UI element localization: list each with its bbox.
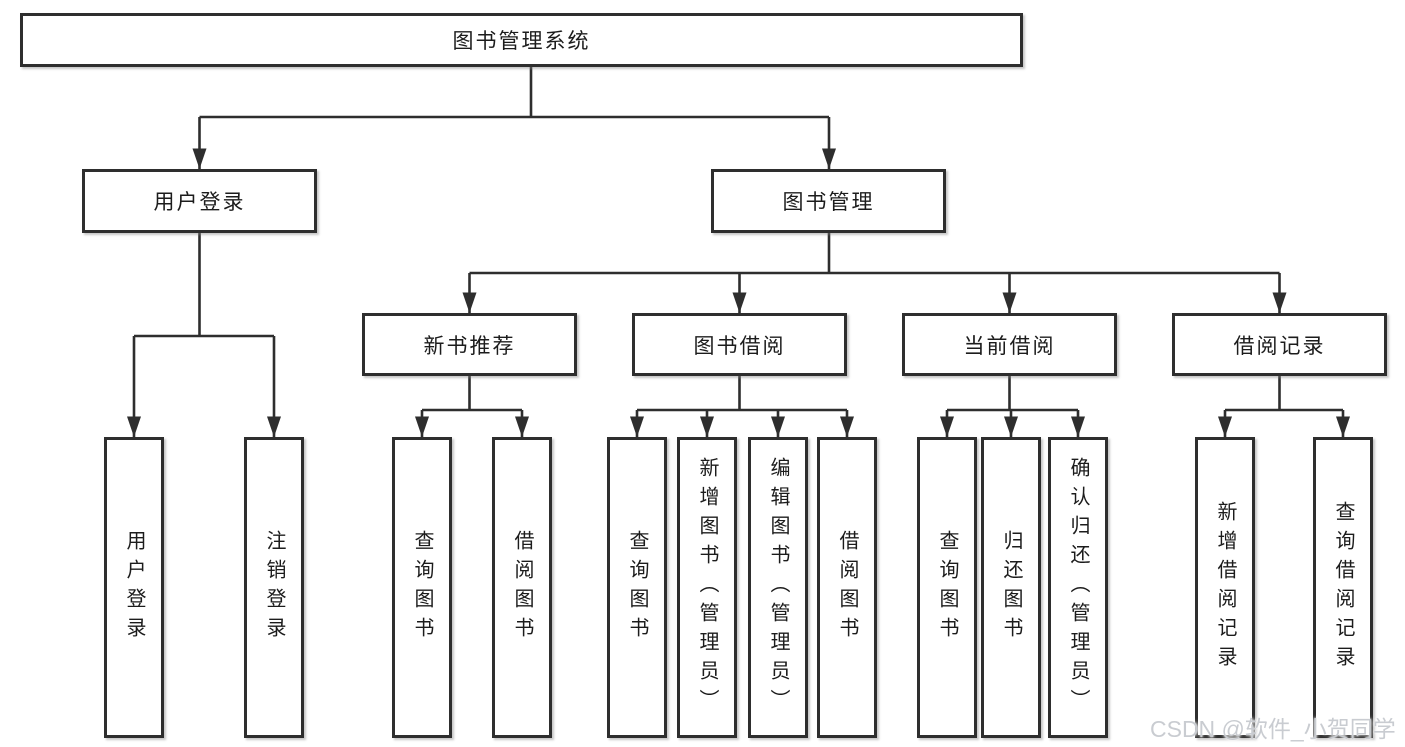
leaf-return-books: 归还图书 xyxy=(981,437,1041,738)
node-label: 新增图书（管理员） xyxy=(696,457,718,718)
connector-stems xyxy=(134,67,1343,412)
leaf-query-books-current: 查询图书 xyxy=(917,437,977,738)
node-label: 图书管理系统 xyxy=(452,30,591,53)
leaf-logout: 注销登录 xyxy=(244,437,304,738)
node-label: 确认归还（管理员） xyxy=(1067,457,1089,718)
node-user-login-branch: 用户登录 xyxy=(82,169,317,233)
node-new-book-recommendation: 新书推荐 xyxy=(362,313,577,376)
node-label: 用户登录 xyxy=(123,529,145,646)
leaf-confirm-return-admin: 确认归还（管理员） xyxy=(1048,437,1108,738)
node-label: 查询图书 xyxy=(936,529,958,646)
node-label: 借阅记录 xyxy=(1233,334,1326,358)
node-label: 图书管理 xyxy=(782,191,875,214)
node-label: 查询图书 xyxy=(626,529,648,646)
node-book-borrowing: 图书借阅 xyxy=(632,313,847,376)
leaf-add-books-admin: 新增图书（管理员） xyxy=(677,437,737,738)
node-label: 归还图书 xyxy=(1000,529,1022,646)
node-label: 当前借阅 xyxy=(963,334,1056,358)
node-label: 新书推荐 xyxy=(423,334,516,358)
leaf-query-borrow-record: 查询借阅记录 xyxy=(1313,437,1373,738)
node-label: 新增借阅记录 xyxy=(1214,500,1236,675)
node-label: 用户登录 xyxy=(153,191,246,214)
node-label: 注销登录 xyxy=(263,529,285,646)
node-current-borrowing: 当前借阅 xyxy=(902,313,1117,376)
node-label: 借阅图书 xyxy=(836,529,858,646)
node-label: 图书借阅 xyxy=(693,334,786,358)
csdn-watermark: CSDN @软件_小贺同学 xyxy=(1150,716,1396,742)
node-label: 查询图书 xyxy=(411,529,433,646)
node-label: 查询借阅记录 xyxy=(1332,500,1354,675)
leaf-user-login: 用户登录 xyxy=(104,437,164,738)
node-book-management: 图书管理 xyxy=(711,169,946,233)
leaf-query-books-recommend: 查询图书 xyxy=(392,437,452,738)
leaf-edit-books-admin: 编辑图书（管理员） xyxy=(748,437,808,738)
leaf-query-books-borrowing: 查询图书 xyxy=(607,437,667,738)
node-label: 借阅图书 xyxy=(511,529,533,646)
node-library-management-system: 图书管理系统 xyxy=(20,13,1023,67)
leaf-add-borrow-record: 新增借阅记录 xyxy=(1195,437,1255,738)
node-borrowing-records: 借阅记录 xyxy=(1172,313,1387,376)
leaf-borrow-books-borrowing: 借阅图书 xyxy=(817,437,877,738)
node-label: 编辑图书（管理员） xyxy=(767,457,789,718)
leaf-borrow-books-recommend: 借阅图书 xyxy=(492,437,552,738)
